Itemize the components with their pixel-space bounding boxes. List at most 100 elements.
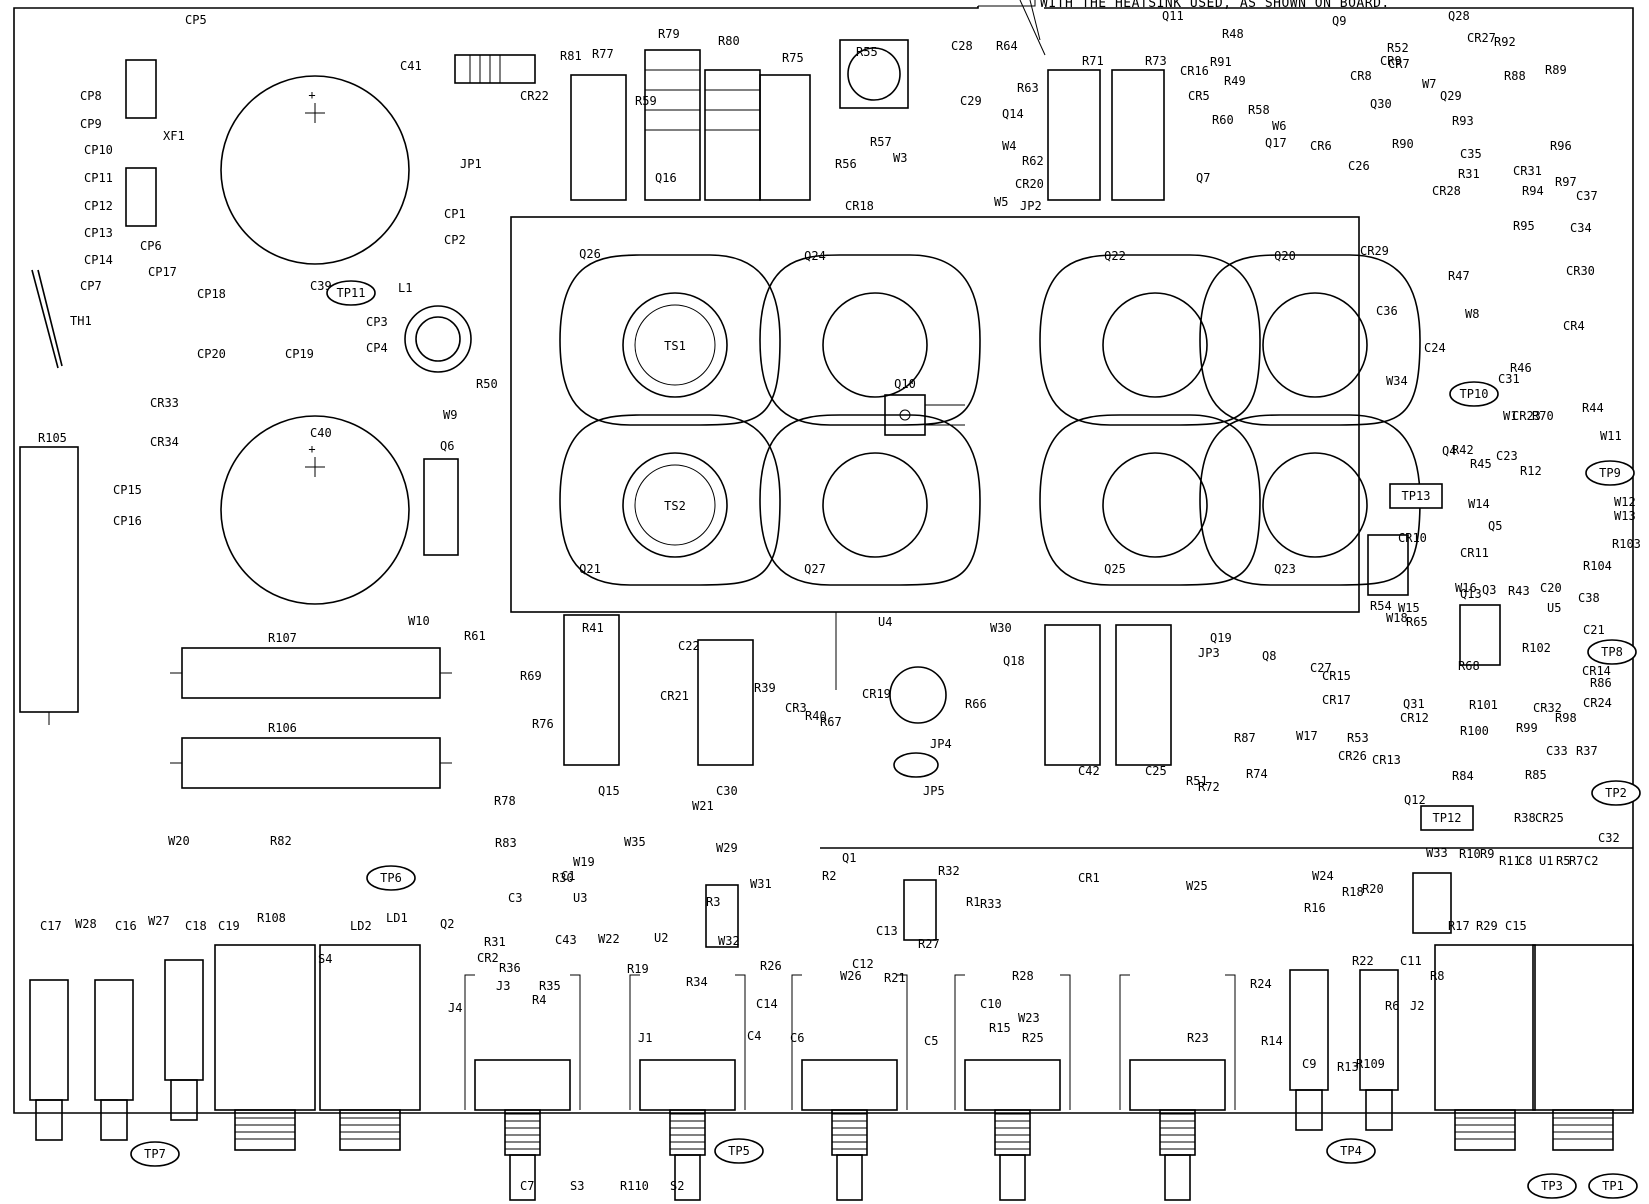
component-label: CR27	[1467, 31, 1496, 45]
component-label: W20	[168, 834, 190, 848]
component-label: CR4	[1563, 319, 1585, 333]
component-label: W26	[840, 969, 862, 983]
component-label: CR25	[1535, 811, 1564, 825]
component-label: R82	[270, 834, 292, 848]
component-label: CR30	[1566, 264, 1595, 278]
component-label: Q12	[1404, 793, 1426, 807]
component-label: CP18	[197, 287, 226, 301]
component-label: R109	[1356, 1057, 1385, 1071]
jack-and-pot-row	[29, 944, 1634, 1201]
component-label: W7	[1422, 77, 1436, 91]
component-label: R39	[754, 681, 776, 695]
component-label: C7	[520, 1179, 534, 1193]
component-label: CP7	[80, 279, 102, 293]
component-label: Q16	[655, 171, 677, 185]
component-label: R54	[1370, 599, 1392, 613]
component-label: C5	[924, 1034, 938, 1048]
component-label: R61	[464, 629, 486, 643]
power-transistor-q10: Q10	[884, 377, 965, 436]
component-label: C6	[790, 1031, 804, 1045]
component-label: R22	[1352, 954, 1374, 968]
component-label: R5	[1556, 854, 1570, 868]
power-transistor-q25: Q25	[1039, 414, 1261, 586]
component-label: R68	[1458, 659, 1480, 673]
component-label: R93	[1452, 114, 1474, 128]
component-label: C37	[1576, 189, 1598, 203]
test-point-label: TP4	[1340, 1144, 1362, 1158]
component-label: R15	[989, 1021, 1011, 1035]
component-label: CP3	[366, 315, 388, 329]
component-label: W6	[1272, 119, 1286, 133]
component-label: R57	[870, 135, 892, 149]
component-label: R40	[805, 709, 827, 723]
component-label: W22	[598, 932, 620, 946]
component-label: C25	[1145, 764, 1167, 778]
component-label: C28	[951, 39, 973, 53]
test-point-tp4: TP4	[1326, 1138, 1376, 1164]
component-label: C33	[1546, 744, 1568, 758]
component-label: W13	[1614, 509, 1636, 523]
component-label: R56	[835, 157, 857, 171]
component-label: R35	[539, 979, 561, 993]
component-label: R75	[782, 51, 804, 65]
component-label: R64	[996, 39, 1018, 53]
component-label: C43	[555, 933, 577, 947]
component-label: R100	[1460, 724, 1489, 738]
component-label: CR14	[1582, 664, 1611, 678]
device-label: Q23	[1274, 562, 1296, 576]
component-label: Q17	[1265, 136, 1287, 150]
component-label: W1	[1503, 409, 1517, 423]
component-label: R17	[1448, 919, 1470, 933]
component-label: R94	[1522, 184, 1544, 198]
component-label: R11	[1499, 854, 1521, 868]
component-label: R29	[1476, 919, 1498, 933]
component-label: R23	[1187, 1031, 1209, 1045]
component-label: W25	[1186, 879, 1208, 893]
component-label: R4	[532, 993, 546, 1007]
component-label: R32	[938, 864, 960, 878]
component-label: R51	[1186, 774, 1208, 788]
component-label: R33	[980, 897, 1002, 911]
component-label: R62	[1022, 154, 1044, 168]
component-label: CR26	[1338, 749, 1367, 763]
component-label: Q31	[1403, 697, 1425, 711]
component-label: W21	[692, 799, 714, 813]
component-label: R85	[1525, 768, 1547, 782]
component-label: CR16	[1180, 64, 1209, 78]
component-label: R79	[658, 27, 680, 41]
component-label: C32	[1598, 831, 1620, 845]
component-label: R3	[706, 895, 720, 909]
component-label: R110	[620, 1179, 649, 1193]
test-point-tp13: TP13	[1389, 483, 1443, 509]
board-note: WITH THE HEATSINK USED, AS SHOWN ON BOAR…	[1040, 0, 1390, 11]
test-point-tp8: TP8	[1587, 639, 1637, 665]
component-label: R86	[1590, 676, 1612, 690]
component-label: R9	[1480, 847, 1494, 861]
component-label: R80	[718, 34, 740, 48]
component-label: U4	[878, 615, 892, 629]
component-label: W9	[443, 408, 457, 422]
component-label: C16	[115, 919, 137, 933]
device-label: Q22	[1104, 249, 1126, 263]
component-label: R63	[1017, 81, 1039, 95]
component-label: R34	[686, 975, 708, 989]
component-label: CR9	[1380, 54, 1402, 68]
component-label: C34	[1570, 221, 1592, 235]
jack-connector	[319, 944, 421, 1151]
polarity-mark: +	[308, 88, 315, 102]
component-label: CP20	[197, 347, 226, 361]
power-transistor-q27: Q27	[759, 414, 981, 586]
component-label: R42	[1452, 443, 1474, 457]
test-point-tp5: TP5	[714, 1138, 764, 1164]
component-label: R59	[635, 94, 657, 108]
component-label: R66	[965, 697, 987, 711]
component-label: R10	[1459, 847, 1481, 861]
component-label: CR8	[1350, 69, 1372, 83]
component-label: W29	[716, 841, 738, 855]
component-label: C11	[1400, 954, 1422, 968]
potentiometer	[1119, 974, 1236, 1201]
component-label: R25	[1022, 1031, 1044, 1045]
component-label: R36	[499, 961, 521, 975]
test-point-label: TP3	[1541, 1179, 1563, 1193]
component-label: W5	[994, 195, 1008, 209]
